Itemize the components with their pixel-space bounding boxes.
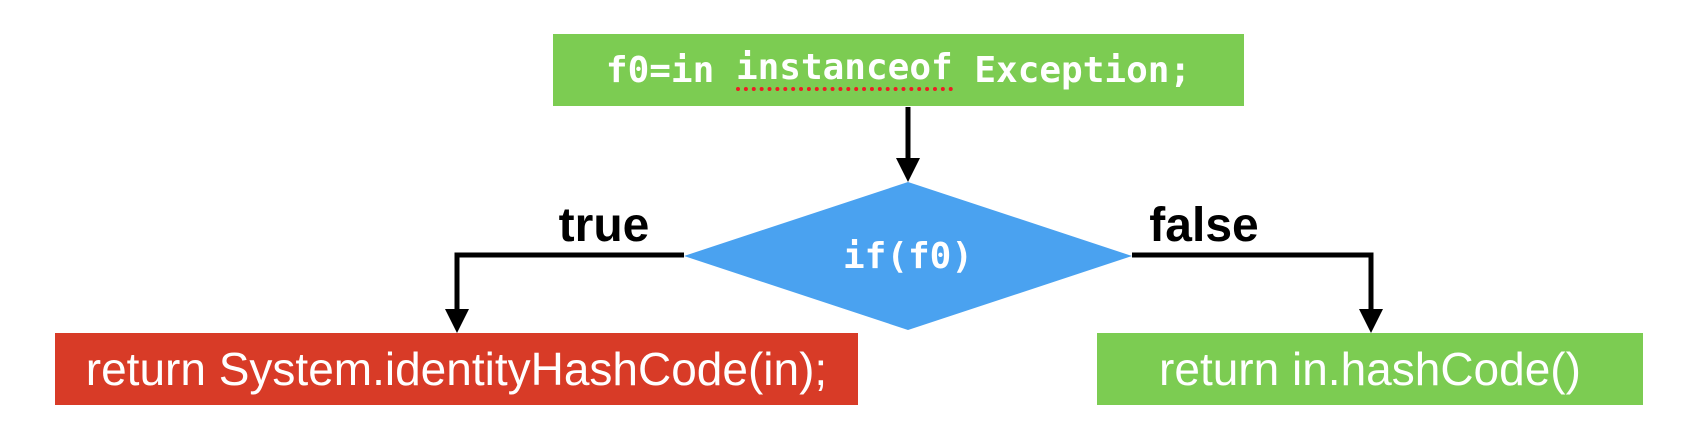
decision-diamond-node: if(f0) — [684, 182, 1132, 330]
true-result-label: return System.identityHashCode(in); — [85, 343, 828, 395]
false-edge-label: false — [1149, 199, 1259, 252]
assign-code-pre: f0=in — [605, 49, 736, 91]
arrowhead-down-icon — [896, 158, 920, 182]
arrow-false-branch — [1132, 252, 1374, 312]
decision-label: if(f0) — [842, 235, 974, 277]
assign-code-post: Exception; — [952, 49, 1192, 91]
misspelled-word-underlined: instanceof — [735, 49, 953, 91]
true-edge-label: true — [558, 199, 650, 252]
true-result-node: return System.identityHashCode(in); — [55, 333, 858, 405]
arrowhead-down-icon — [445, 309, 469, 333]
false-result-node: return in.hashCode() — [1097, 333, 1643, 405]
false-result-label: return in.hashCode() — [1159, 343, 1581, 395]
arrowhead-down-icon — [1359, 309, 1383, 333]
arrow-true-branch — [454, 252, 684, 312]
assign-statement-node: f0=in instanceof Exception; — [553, 34, 1244, 106]
